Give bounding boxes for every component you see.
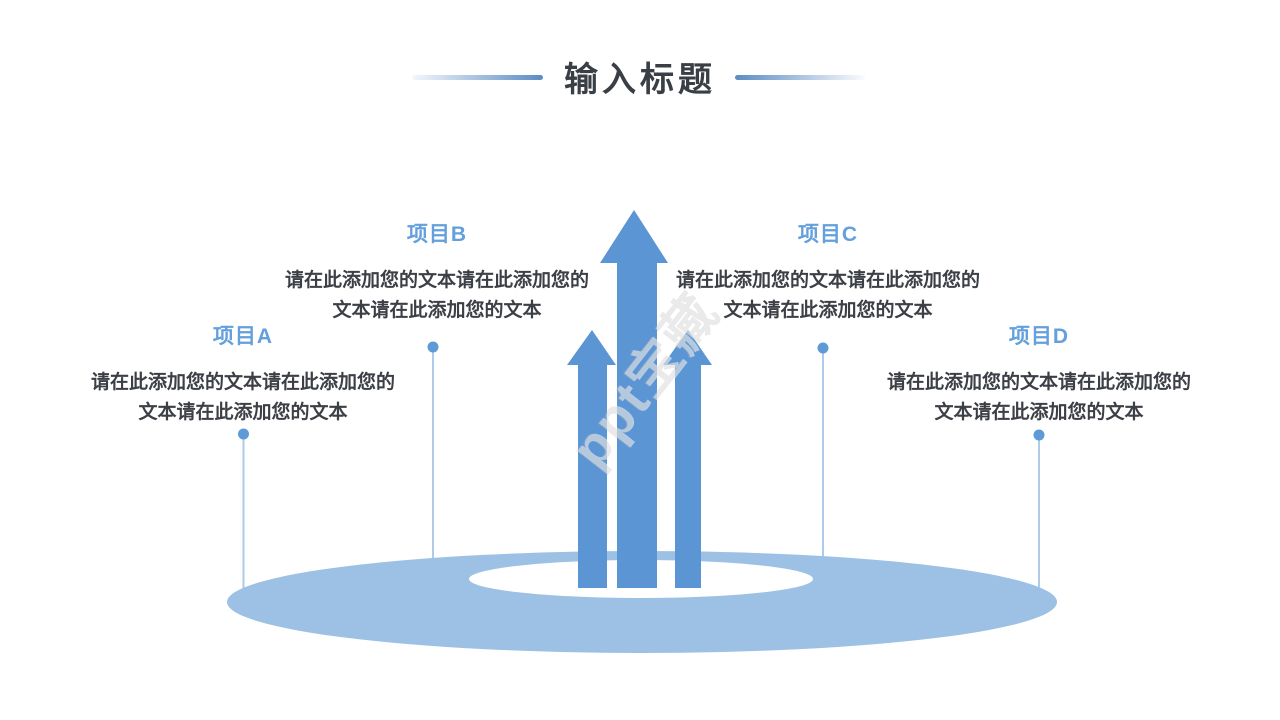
item-b-text-line-1: 请在此添加您的文本请在此添加您的 [284, 270, 589, 291]
title-divider-right [735, 75, 865, 80]
item-b-text-line-2: 文本请在此添加您的文本 [332, 300, 542, 321]
item-b-label: 项目B [406, 223, 468, 246]
item-c: 项目C 请在此添加您的文本请在此添加您的 文本请在此添加您的文本 [628, 224, 1028, 326]
item-d: 项目D 请在此添加您的文本请在此添加您的 文本请在此添加您的文本 [839, 326, 1239, 428]
platform-ellipse [227, 551, 1057, 653]
item-d-label: 项目D [1008, 325, 1070, 348]
item-c-label: 项目C [797, 223, 859, 246]
title-divider-left [412, 75, 543, 80]
item-c-text-line-1: 请在此添加您的文本请在此添加您的 [675, 270, 980, 291]
item-b: 项目B 请在此添加您的文本请在此添加您的 文本请在此添加您的文本 [237, 224, 637, 326]
arrow-left [567, 330, 616, 588]
item-d-text-line-2: 文本请在此添加您的文本 [934, 402, 1144, 423]
connector-dot-b [427, 341, 439, 353]
item-d-text-line-1: 请在此添加您的文本请在此添加您的 [886, 372, 1191, 393]
arrow-right [663, 330, 712, 588]
connector-dot-c [817, 342, 829, 354]
item-a-label: 项目A [212, 325, 274, 348]
arrow-center [600, 210, 668, 588]
connector-dot-a [238, 428, 249, 440]
item-c-text-line-2: 文本请在此添加您的文本 [723, 300, 933, 321]
connector-dot-d [1033, 429, 1045, 441]
item-a-text-line-1: 请在此添加您的文本请在此添加您的 [90, 372, 395, 393]
item-a: 项目A 请在此添加您的文本请在此添加您的 文本请在此添加您的文本 [43, 326, 443, 428]
item-a-text-line-2: 文本请在此添加您的文本 [138, 402, 348, 423]
page-title: 输入标题 [564, 61, 716, 99]
